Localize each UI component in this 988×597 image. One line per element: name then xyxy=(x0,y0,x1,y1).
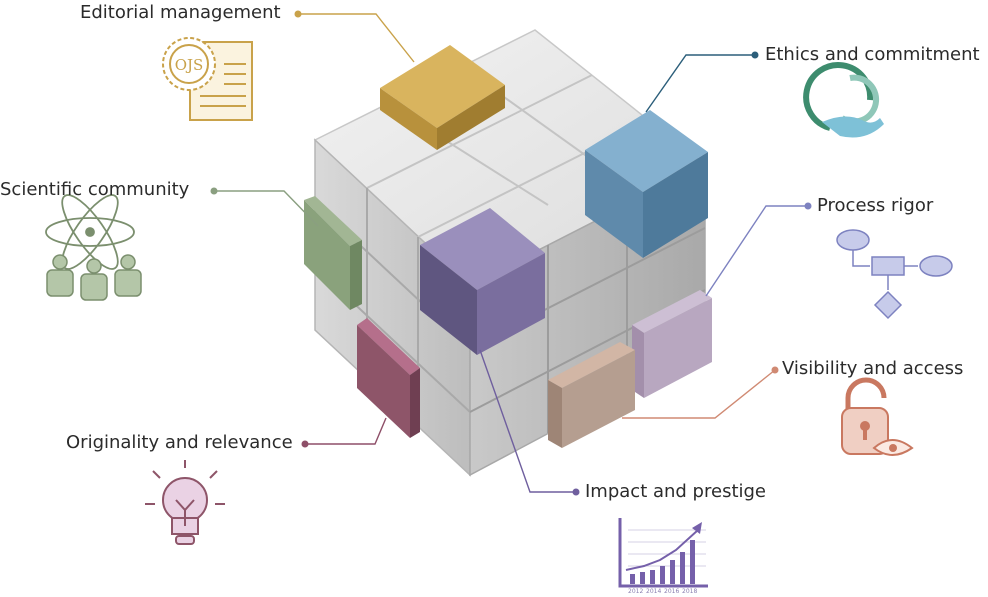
chart-year-label: 2014 xyxy=(646,588,661,593)
ethics-cube xyxy=(585,110,708,258)
rigor-dot xyxy=(804,202,812,210)
label-process-rigor: Process rigor xyxy=(817,195,934,216)
ojs-certificate-icon: OJS xyxy=(162,37,253,121)
impact-leader xyxy=(479,349,576,493)
growth-chart-icon: 2012 2014 2016 2018 xyxy=(618,518,708,595)
label-ethics-commitment: Ethics and commitment xyxy=(765,44,980,65)
label-visibility-access: Visibility and access xyxy=(782,358,964,379)
originality-dot xyxy=(301,440,309,448)
visibility-leader xyxy=(622,369,776,419)
lock-eye-icon xyxy=(841,377,914,456)
lightbulb-icon xyxy=(145,460,225,545)
originality-cube xyxy=(357,318,420,438)
atom-people-icon xyxy=(45,194,142,301)
label-editorial-management: Editorial management xyxy=(80,2,281,23)
label-scientific-community: Scientific community xyxy=(0,179,190,200)
rigor-cube xyxy=(632,290,712,398)
impact-dot xyxy=(572,488,580,496)
chart-year-label: 2018 xyxy=(682,588,697,593)
visibility-dot xyxy=(771,366,779,374)
chart-year-label: 2012 xyxy=(628,588,643,593)
impact-cube xyxy=(420,208,545,355)
ethics-leader xyxy=(645,54,755,113)
ethics-dot xyxy=(751,51,759,59)
editorial-dot xyxy=(294,10,302,18)
editorial-cube xyxy=(380,45,505,150)
scientific-dot xyxy=(210,187,218,195)
scientific-leader xyxy=(214,190,319,227)
leaf-hand-icon xyxy=(803,62,884,138)
flowchart-icon xyxy=(836,229,953,320)
originality-leader xyxy=(305,417,387,445)
chart-year-label: 2016 xyxy=(664,588,679,593)
rigor-leader xyxy=(705,205,808,297)
visibility-cube xyxy=(548,342,635,448)
label-impact-prestige: Impact and prestige xyxy=(585,481,767,502)
ojs-badge-text: OJS xyxy=(175,56,204,74)
editorial-leader xyxy=(298,13,415,63)
scientific-cube xyxy=(304,196,362,310)
label-originality-relevance: Originality and relevance xyxy=(66,432,293,453)
